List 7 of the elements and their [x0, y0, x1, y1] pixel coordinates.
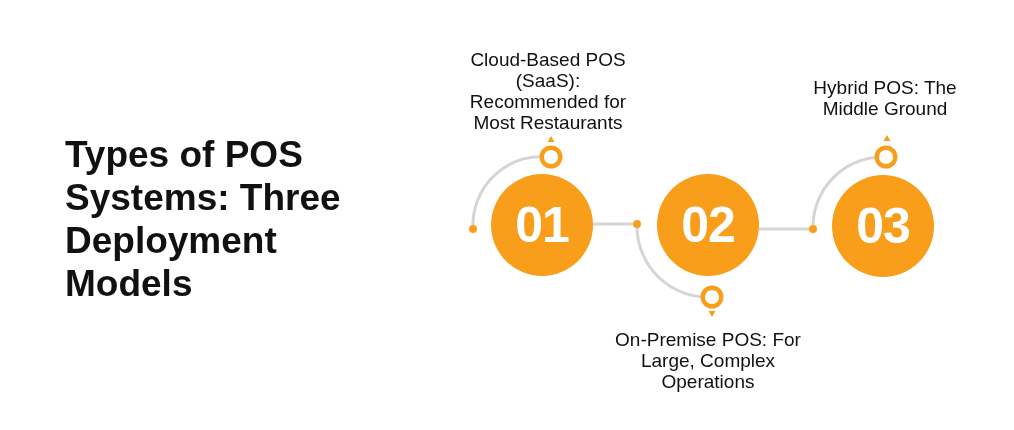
- step-label: Cloud-Based POS (SaaS): Recommended for Most Restaurants: [468, 49, 628, 133]
- diagram-title: Types of POS Systems: Three Deployment Models: [65, 133, 342, 305]
- step-label: On-Premise POS: For Large, Complex Operations: [614, 329, 802, 392]
- step-number: 02: [681, 200, 735, 250]
- step-number: 01: [515, 200, 569, 250]
- step-label: Hybrid POS: The Middle Ground: [812, 77, 958, 119]
- step-number: 03: [856, 201, 910, 251]
